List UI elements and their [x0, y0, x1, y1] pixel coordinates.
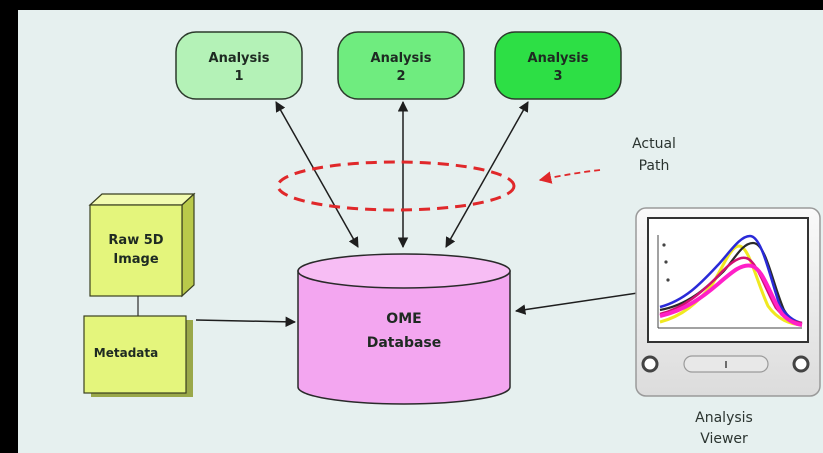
database-label-line1: OME [386, 311, 421, 327]
arrow-analysis-1-database [275, 101, 359, 248]
analysis-3-box: Analysis 3 [494, 31, 622, 100]
analysis-2-label-line2: 2 [396, 69, 405, 84]
arrow-metadata-database [195, 316, 297, 328]
raw-image-label-line2: Image [113, 252, 158, 267]
viewer-right-knob-icon [792, 355, 810, 373]
actual-path-label-line1: Actual [632, 136, 676, 152]
actual-path-pointer-arrow [538, 169, 601, 184]
database-label-line2: Database [367, 335, 442, 351]
analysis-2-box: Analysis 2 [337, 31, 465, 100]
ome-database-cylinder: OME Database [297, 253, 511, 405]
diagram-panel: Analysis 1 Analysis 2 Analysis 3 Actual … [18, 10, 823, 453]
actual-path-ellipse [276, 160, 516, 212]
metadata-box: Metadata [83, 315, 193, 397]
viewer-left-knob-icon [641, 355, 659, 373]
viewer-label-line1: Analysis [695, 410, 753, 426]
plot-line-navy [659, 234, 803, 325]
analysis-1-box: Analysis 1 [175, 31, 303, 100]
analysis-viewer-computer [635, 207, 821, 397]
architecture-diagram: Analysis 1 Analysis 2 Analysis 3 Actual … [83, 31, 821, 447]
analysis-1-label-line1: Analysis [209, 51, 270, 66]
raw-image-cube: Raw 5D Image [88, 192, 196, 298]
analysis-1-label-line2: 1 [234, 69, 243, 84]
viewer-label-line2: Viewer [700, 431, 748, 447]
plot-line-magenta [659, 263, 803, 327]
analysis-3-label-line1: Analysis [528, 51, 589, 66]
actual-path-label-line2: Path [639, 158, 670, 174]
arrow-viewer-database [514, 292, 639, 315]
metadata-label: Metadata [94, 346, 158, 360]
analysis-2-label-line1: Analysis [371, 51, 432, 66]
raw-image-label-line1: Raw 5D [108, 233, 163, 248]
analysis-3-label-line2: 3 [553, 69, 562, 84]
arrow-analysis-3-database [445, 101, 529, 248]
viewer-screen [647, 217, 809, 343]
